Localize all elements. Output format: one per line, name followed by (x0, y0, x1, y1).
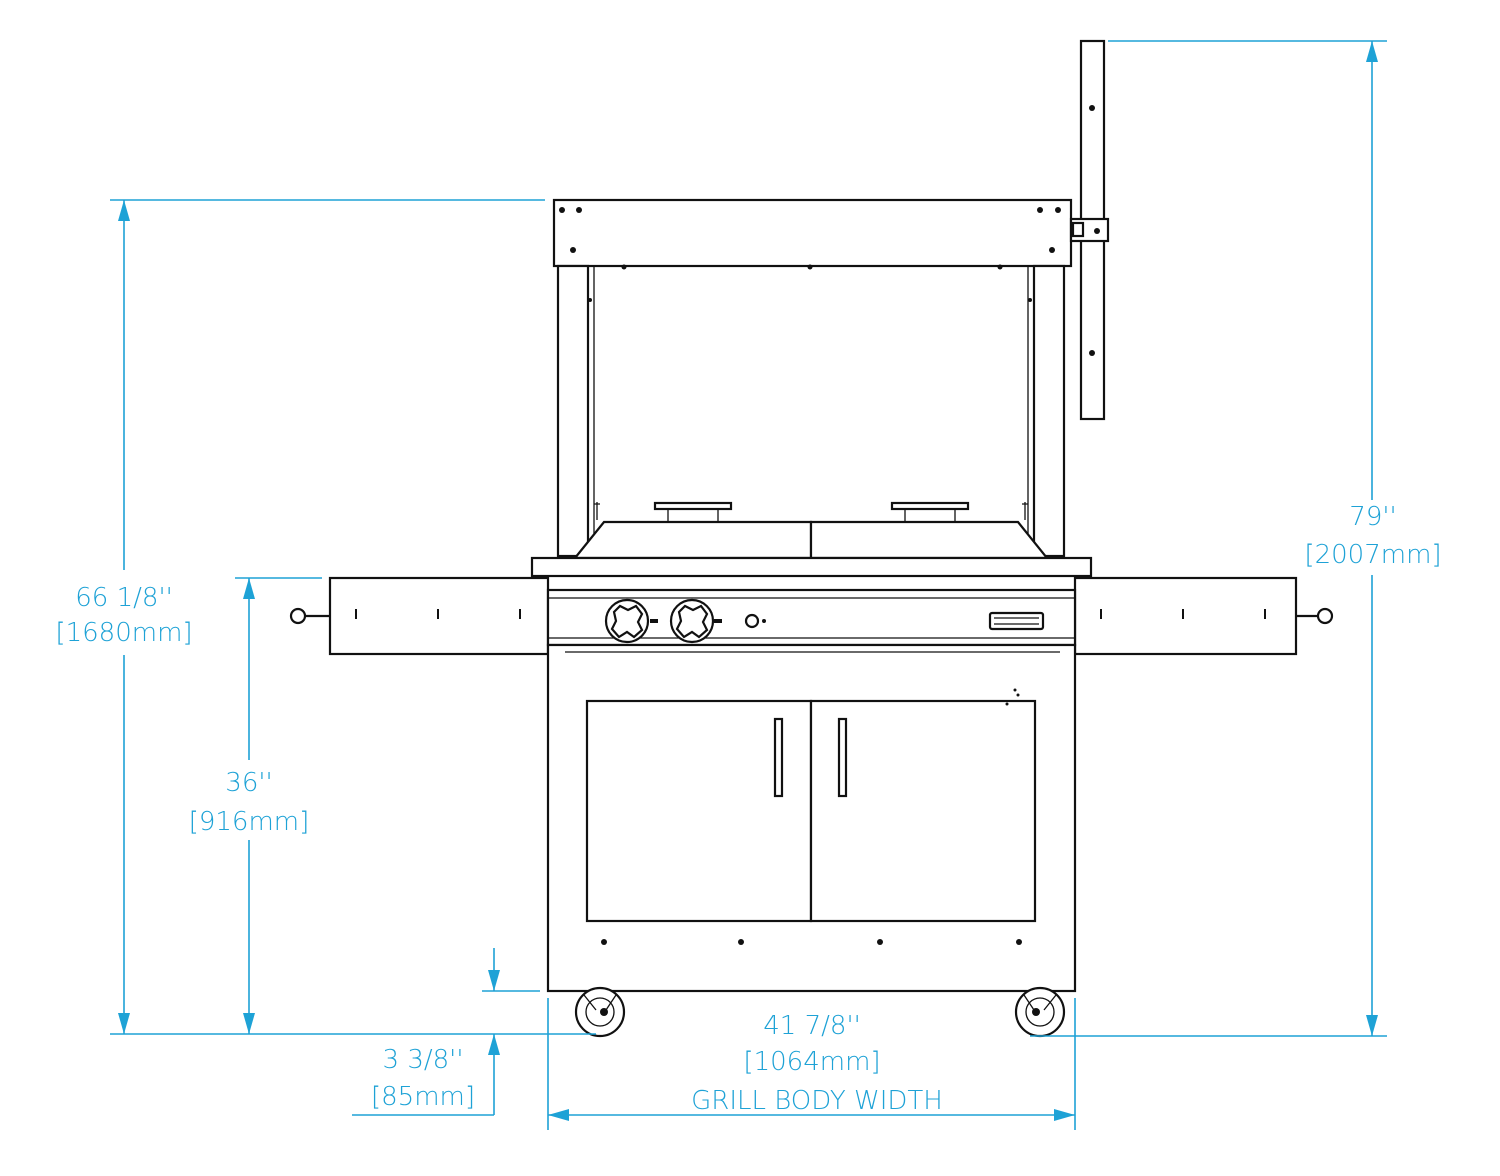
side-tower-bracket (1069, 39, 1110, 421)
overall-height-dimension: 79'' [2007mm] (1030, 40, 1442, 1037)
canopy-frame (552, 198, 1073, 558)
caster-height-dimension: 3 3/8'' [85mm] (352, 948, 540, 1116)
control-knob-icon (604, 598, 658, 644)
right-hood-lid (809, 520, 1050, 560)
hood-height-metric: [1680mm] (55, 618, 192, 648)
body-width-metric: [1064mm] (743, 1047, 880, 1077)
caster-height-imperial: 3 3/8'' (383, 1045, 464, 1075)
caster-height-metric: [85mm] (371, 1082, 475, 1112)
left-cabinet-door (585, 699, 813, 923)
body-width-dimension: 41 7/8'' [1064mm] GRILL BODY WIDTH (547, 998, 1076, 1130)
right-towel-bar-end (1316, 607, 1334, 625)
left-towel-bar-end (289, 607, 307, 625)
body-width-imperial: 41 7/8'' (763, 1011, 861, 1041)
left-post (556, 264, 590, 558)
brand-badge-icon (988, 611, 1045, 631)
control-knob-icon (669, 598, 722, 644)
caster-wheel-icon (574, 986, 626, 1038)
left-door-handle (773, 717, 784, 798)
canopy-beam (552, 198, 1073, 268)
counter-height-metric: [916mm] (189, 807, 310, 837)
grill-drawing (289, 39, 1334, 1038)
left-hood-lid (572, 520, 813, 560)
right-door-handle (837, 717, 848, 798)
igniter-button (744, 613, 766, 629)
right-cabinet-door (809, 699, 1037, 923)
right-post (1032, 264, 1066, 558)
overall-height-metric: [2007mm] (1304, 540, 1441, 570)
counter-height-imperial: 36'' (225, 768, 272, 798)
hood-height-dimension: 66 1/8'' [1680mm] (55, 199, 596, 1035)
counter-top (530, 556, 1093, 578)
hood-height-imperial: 66 1/8'' (75, 583, 173, 613)
cart-body (546, 643, 1077, 993)
grill-hood (572, 501, 1050, 560)
control-panel (546, 588, 1077, 647)
dimension-lines: 79'' [2007mm] 66 1/8'' [1680mm] 36'' [91… (55, 40, 1442, 1130)
side-shelves (289, 576, 1334, 656)
right-side-shelf (1073, 576, 1298, 656)
counter-height-dimension: 36'' [916mm] (189, 577, 322, 1034)
overall-height-imperial: 79'' (1349, 502, 1396, 532)
body-width-caption: GRILL BODY WIDTH (691, 1086, 943, 1116)
caster-wheel-icon (1014, 986, 1066, 1038)
